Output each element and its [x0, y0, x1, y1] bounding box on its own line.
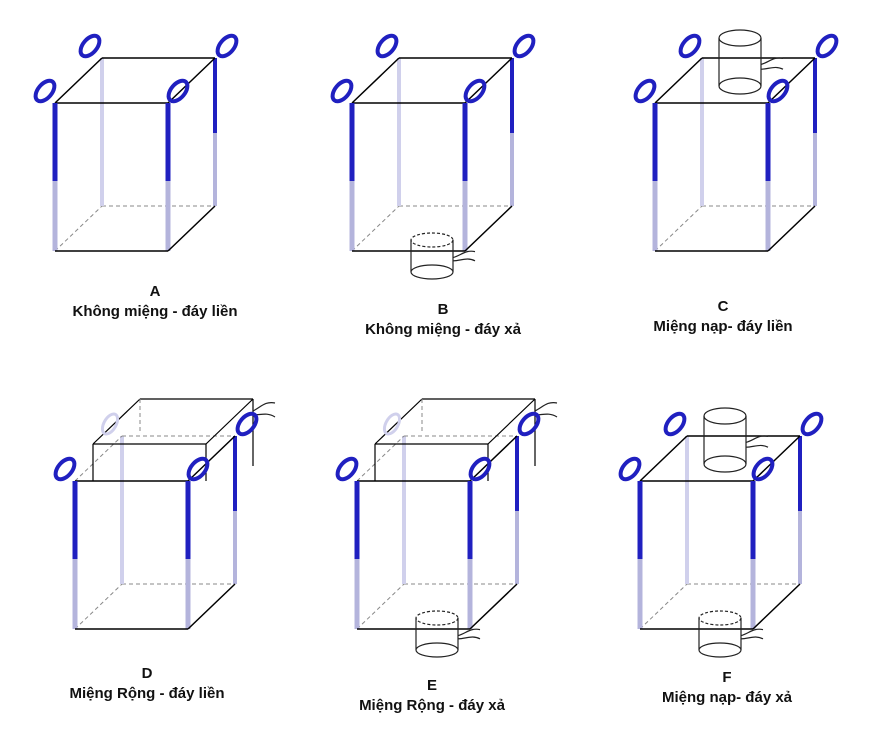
discharge-spout-tie — [452, 250, 476, 262]
loop-front-right — [751, 456, 775, 482]
bag-b — [330, 33, 536, 280]
loop-back-right — [517, 411, 541, 437]
bag-label-a: Không miệng - đáy liền — [72, 303, 238, 320]
loop-front-left — [33, 78, 57, 104]
top-edge-left — [74, 435, 123, 482]
hidden-edge-bottom-left — [74, 583, 123, 630]
hidden-edge-bottom-left — [639, 583, 688, 630]
bag-d — [53, 398, 276, 630]
hidden-edge-bottom-left — [54, 205, 103, 252]
loop-front-right — [166, 78, 190, 104]
loop-front-right — [766, 78, 790, 104]
caption-c: C Miệng nạp- đáy liền — [593, 297, 853, 337]
top-edge-right — [752, 435, 801, 482]
loop-front-right — [186, 456, 210, 482]
loop-back-left — [78, 33, 102, 59]
discharge-spout — [415, 610, 481, 658]
bag-letter-d: D — [141, 665, 153, 682]
discharge-spout-rim-bottom — [698, 642, 742, 658]
loop-back-right — [215, 33, 239, 59]
discharge-spout-rim-top — [698, 610, 742, 626]
bottom-edge-right — [464, 205, 513, 252]
discharge-spout — [698, 610, 764, 658]
hidden-edge-bottom-left — [654, 205, 703, 252]
bag-label-e: Miệng Rộng - đáy xả — [359, 697, 505, 714]
discharge-spout-rim-top — [415, 610, 459, 626]
bottom-edge-right — [167, 205, 216, 252]
top-edge-left — [351, 57, 400, 104]
bag-letter-e: E — [426, 677, 437, 694]
bag-label-b: Không miệng - đáy xả — [365, 321, 521, 338]
loop-back-left — [100, 412, 120, 436]
bag-letter-b: B — [437, 301, 449, 318]
top-edge-right — [187, 435, 236, 482]
skirt-top-right — [205, 398, 254, 445]
hidden-edge-bottom-left — [356, 583, 405, 630]
caption-f: F Miệng nạp- đáy xả — [597, 668, 857, 708]
caption-e: E Miệng Rộng - đáy xả — [302, 676, 562, 716]
bag-f — [618, 407, 824, 658]
top-edge-right — [167, 57, 216, 104]
loop-front-right — [468, 456, 492, 482]
caption-a: A Không miệng - đáy liền — [25, 282, 285, 322]
fill-spout-tie — [745, 435, 769, 448]
loop-front-left — [618, 456, 642, 482]
loop-back-left — [375, 33, 399, 59]
discharge-spout-rim-bottom — [410, 264, 454, 280]
fill-spout-rim-top — [718, 29, 762, 47]
fill-spout-rim-bottom — [703, 455, 747, 473]
bag-label-c: Miệng nạp- đáy liền — [653, 318, 793, 335]
fill-spout-rim-top — [703, 407, 747, 425]
caption-b: B Không miệng - đáy xả — [313, 300, 573, 340]
discharge-spout — [410, 232, 476, 280]
loop-front-right — [463, 78, 487, 104]
bag-e — [335, 398, 558, 658]
bottom-edge-right — [752, 583, 801, 630]
hidden-edge-bottom-left — [351, 205, 400, 252]
discharge-spout-tie — [457, 628, 481, 640]
loop-front-left — [335, 456, 359, 482]
fill-spout — [718, 29, 784, 95]
loop-back-left — [663, 411, 687, 437]
bag-letter-f: F — [722, 669, 732, 686]
fill-spout-rim-bottom — [718, 77, 762, 95]
loop-back-right — [512, 33, 536, 59]
top-edge-left — [356, 435, 405, 482]
loop-front-left — [53, 456, 77, 482]
skirt-top-right — [487, 398, 536, 445]
loop-back-left — [678, 33, 702, 59]
loop-back-right — [235, 411, 259, 437]
bottom-edge-right — [187, 583, 236, 630]
top-edge-right — [767, 57, 816, 104]
top-edge-left — [639, 435, 688, 482]
discharge-spout-rim-bottom — [415, 642, 459, 658]
bag-label-f: Miệng nạp- đáy xả — [661, 689, 793, 706]
loop-back-left — [382, 412, 402, 436]
discharge-spout-rim-top — [410, 232, 454, 248]
bag-a — [33, 33, 239, 252]
bottom-edge-right — [767, 205, 816, 252]
top-edge-right — [469, 435, 518, 482]
bag-letter-c: C — [717, 298, 729, 315]
bag-letter-a: A — [149, 283, 161, 300]
top-edge-left — [54, 57, 103, 104]
bag-c — [633, 29, 839, 252]
top-edge-right — [464, 57, 513, 104]
top-edge-left — [654, 57, 703, 104]
loop-back-right — [815, 33, 839, 59]
bag-label-d: Miệng Rộng - đáy liền — [69, 685, 225, 702]
skirt — [374, 398, 558, 481]
loop-front-left — [330, 78, 354, 104]
loop-back-right — [800, 411, 824, 437]
discharge-spout-tie — [740, 628, 764, 640]
fill-spout — [703, 407, 769, 473]
skirt — [92, 398, 276, 481]
bottom-edge-right — [469, 583, 518, 630]
fill-spout-tie — [760, 57, 784, 70]
caption-d: D Miệng Rộng - đáy liền — [17, 664, 277, 704]
loop-front-left — [633, 78, 657, 104]
